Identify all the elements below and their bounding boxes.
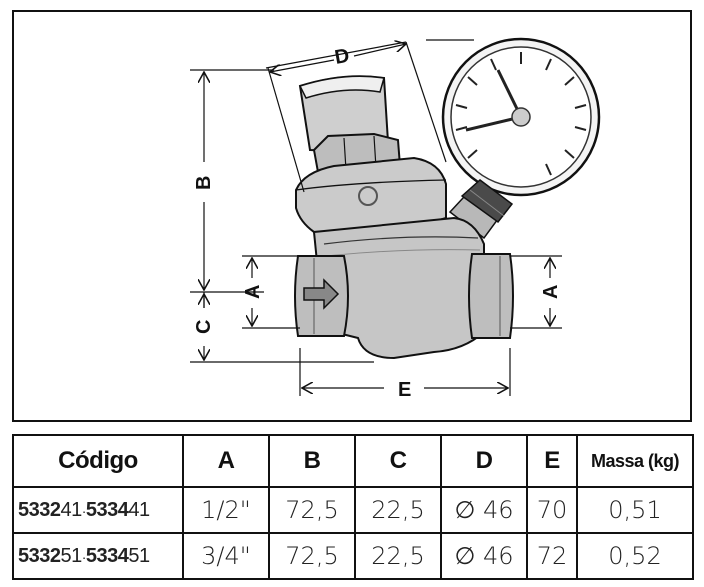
cell-a: 3/4" <box>182 532 270 580</box>
cell-a: 1/2" <box>182 486 270 534</box>
valve-body <box>294 75 514 360</box>
technical-drawing-frame: D B C A A E <box>12 10 692 422</box>
cell-b: 72,5 <box>268 532 356 580</box>
dimension-lines <box>190 39 562 396</box>
valve-drawing: D B C A A E <box>190 37 601 401</box>
cell-d: ∅ 46 <box>440 532 528 580</box>
cell-massa: 0,51 <box>576 486 694 534</box>
header-a: A <box>182 434 270 488</box>
dim-label-a-right: A <box>540 285 562 299</box>
gauge-connection <box>448 179 514 240</box>
cell-c: 22,5 <box>354 486 442 534</box>
cell-c: 22,5 <box>354 532 442 580</box>
table-row: 533251·533451 3/4" 72,5 22,5 ∅ 46 72 0,5… <box>12 532 694 580</box>
header-d: D <box>440 434 528 488</box>
dim-label-a-left: A <box>242 285 264 299</box>
header-codigo: Código <box>12 434 184 488</box>
cell-massa: 0,52 <box>576 532 694 580</box>
table-header-row: Código A B C D E Massa (kg) <box>12 434 694 488</box>
header-e: E <box>526 434 578 488</box>
cell-e: 70 <box>526 486 578 534</box>
dim-label-e: E <box>398 379 411 401</box>
header-b: B <box>268 434 356 488</box>
cell-e: 72 <box>526 532 578 580</box>
specification-table: Código A B C D E Massa (kg) 533241·53344… <box>12 434 694 580</box>
dim-label-c: C <box>193 320 215 334</box>
cell-codigo: 533251·533451 <box>12 532 184 580</box>
header-c: C <box>354 434 442 488</box>
cell-b: 72,5 <box>268 486 356 534</box>
header-massa: Massa (kg) <box>576 434 694 488</box>
dim-label-d: D <box>333 45 351 69</box>
dim-label-b: B <box>193 176 215 190</box>
cell-d: ∅ 46 <box>440 486 528 534</box>
table-row: 533241·533441 1/2" 72,5 22,5 ∅ 46 70 0,5… <box>12 486 694 534</box>
pressure-gauge <box>441 37 601 197</box>
cell-codigo: 533241·533441 <box>12 486 184 534</box>
